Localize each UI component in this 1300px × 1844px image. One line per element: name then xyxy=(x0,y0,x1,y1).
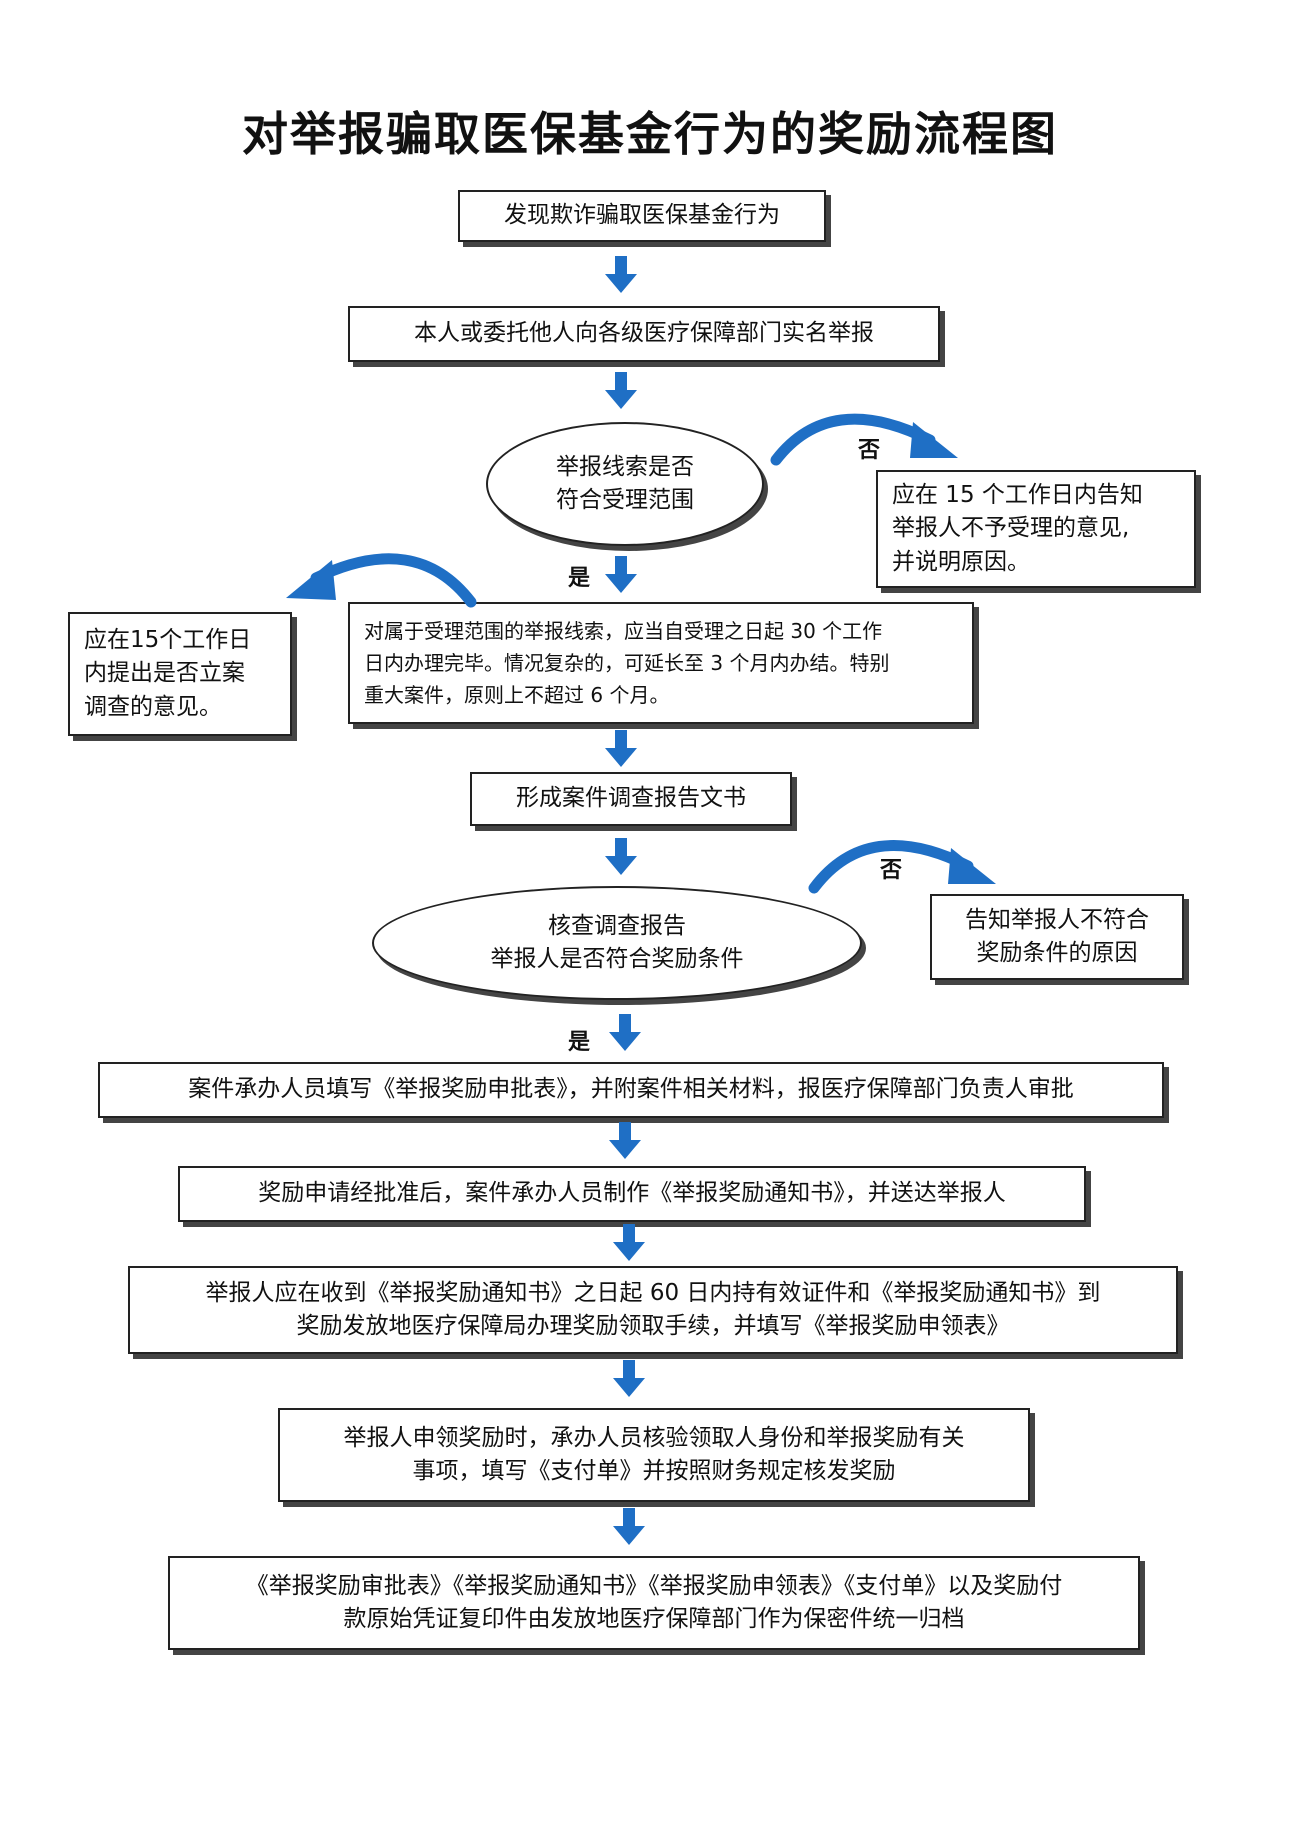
investigate-opinion-line1: 应在15个工作日 xyxy=(84,626,252,653)
decision-scope-line1: 举报线索是否 xyxy=(556,453,694,480)
investigate-opinion-line3: 调查的意见。 xyxy=(84,693,222,720)
handle-line3: 重大案件，原则上不超过 6 个月。 xyxy=(364,683,670,707)
decision-scope: 举报线索是否 符合受理范围 xyxy=(486,422,764,546)
arrow-down-icon xyxy=(605,256,637,293)
label-yes-reward: 是 xyxy=(568,1030,591,1055)
arrow-down-icon xyxy=(605,372,637,409)
arrow-down-icon xyxy=(605,730,637,767)
arrow-down-icon xyxy=(609,1122,641,1159)
step-notify: 奖励申请经批准后，案件承办人员制作《举报奖励通知书》，并送达举报人 xyxy=(178,1166,1086,1222)
label-yes-scope: 是 xyxy=(568,566,591,591)
handle-line2: 日内办理完毕。情况复杂的，可延长至 3 个月内办结。特别 xyxy=(364,651,890,675)
reject-notice-line2: 举报人不予受理的意见, xyxy=(892,515,1130,542)
step-approval-text: 案件承办人员填写《举报奖励申批表》，并附案件相关材料，报医疗保障部门负责人审批 xyxy=(188,1076,1074,1103)
arrow-down-icon xyxy=(605,556,637,593)
decision-scope-line2: 符合受理范围 xyxy=(556,487,694,513)
step-report-doc-text: 形成案件调查报告文书 xyxy=(516,785,746,812)
pay-line2: 事项，填写《支付单》并按照财务规定核发奖励 xyxy=(412,1458,896,1484)
reject-notice-line3: 并说明原因。 xyxy=(892,548,1030,575)
arrow-down-icon xyxy=(613,1360,645,1397)
archive-line2: 款原始凭证复印件由发放地医疗保障部门作为保密件统一归档 xyxy=(343,1606,965,1632)
not-eligible-line1: 告知举报人不符合 xyxy=(965,906,1149,933)
not-eligible-line2: 奖励条件的原因 xyxy=(976,940,1138,966)
arrow-down-icon xyxy=(605,838,637,875)
step-claim: 举报人应在收到《举报奖励通知书》之日起 60 日内持有效证件和《举报奖励通知书》… xyxy=(128,1266,1178,1354)
step-handle: 对属于受理范围的举报线索，应当自受理之日起 30 个工作 日内办理完毕。情况复杂… xyxy=(348,602,974,724)
arrow-down-icon xyxy=(613,1224,645,1261)
decision-reward-line2: 举报人是否符合奖励条件 xyxy=(490,946,744,972)
step-investigate-opinion: 应在15个工作日 内提出是否立案 调查的意见。 xyxy=(68,612,292,736)
step-report: 本人或委托他人向各级医疗保障部门实名举报 xyxy=(348,306,940,362)
page-title: 对举报骗取医保基金行为的奖励流程图 xyxy=(242,107,1058,161)
step-approval: 案件承办人员填写《举报奖励申批表》，并附案件相关材料，报医疗保障部门负责人审批 xyxy=(98,1062,1164,1118)
label-no-scope: 否 xyxy=(858,438,881,463)
reject-notice-line1: 应在 15 个工作日内告知 xyxy=(892,481,1143,508)
arrow-down-icon xyxy=(613,1508,645,1545)
curved-arrow-right-icon xyxy=(808,840,996,894)
curved-arrow-left-icon xyxy=(286,553,477,608)
step-not-eligible: 告知举报人不符合 奖励条件的原因 xyxy=(930,894,1184,980)
step-report-text: 本人或委托他人向各级医疗保障部门实名举报 xyxy=(414,320,874,347)
step-discover: 发现欺诈骗取医保基金行为 xyxy=(458,190,826,242)
decision-reward-line1: 核查调查报告 xyxy=(548,912,686,939)
curved-arrow-right-icon xyxy=(770,413,958,466)
label-no-reward: 否 xyxy=(880,858,903,883)
step-archive: 《举报奖励审批表》《举报奖励通知书》《举报奖励申领表》《支付单》以及奖励付 款原… xyxy=(168,1556,1140,1650)
claim-line1: 举报人应在收到《举报奖励通知书》之日起 60 日内持有效证件和《举报奖励通知书》… xyxy=(205,1279,1101,1306)
arrow-down-icon xyxy=(609,1014,641,1051)
step-pay: 举报人申领奖励时，承办人员核验领取人身份和举报奖励有关 事项，填写《支付单》并按… xyxy=(278,1408,1030,1502)
claim-line2: 奖励发放地医疗保障局办理奖励领取手续，并填写《举报奖励申领表》 xyxy=(296,1313,1010,1339)
decision-reward: 核查调查报告 举报人是否符合奖励条件 xyxy=(372,886,862,1000)
step-discover-text: 发现欺诈骗取医保基金行为 xyxy=(504,202,780,229)
pay-line1: 举报人申领奖励时，承办人员核验领取人身份和举报奖励有关 xyxy=(343,1424,965,1451)
step-notify-text: 奖励申请经批准后，案件承办人员制作《举报奖励通知书》，并送达举报人 xyxy=(258,1180,1006,1207)
archive-line1: 《举报奖励审批表》《举报奖励通知书》《举报奖励申领表》《支付单》以及奖励付 xyxy=(245,1572,1063,1599)
step-reject-notice: 应在 15 个工作日内告知 举报人不予受理的意见, 并说明原因。 xyxy=(876,470,1196,588)
step-report-doc: 形成案件调查报告文书 xyxy=(470,772,792,826)
investigate-opinion-line2: 内提出是否立案 xyxy=(84,660,245,687)
handle-line1: 对属于受理范围的举报线索，应当自受理之日起 30 个工作 xyxy=(364,619,883,643)
